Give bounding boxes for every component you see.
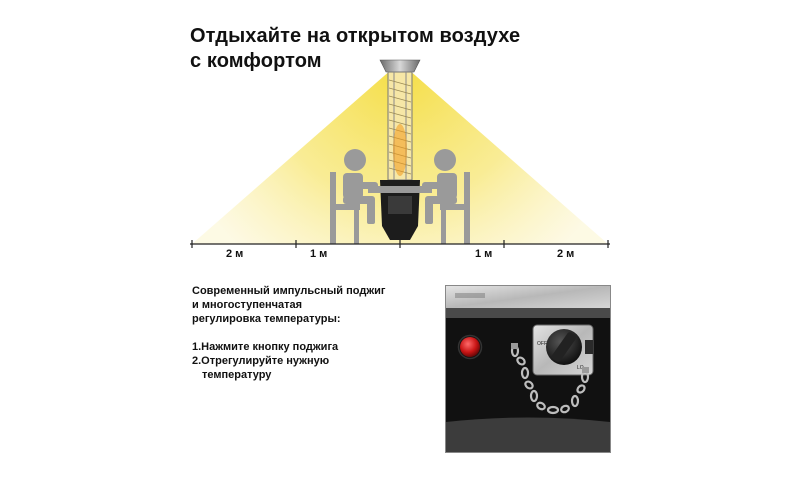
- knob-label-lo: LO: [577, 365, 584, 371]
- person-right-icon: [422, 149, 470, 244]
- description-line-1: Современный импульсный поджиг: [192, 285, 386, 297]
- steps-list: 1.Нажмите кнопку поджига 2.Отрегулируйте…: [192, 340, 385, 382]
- ignition-description: Современный импульсный поджиг и многосту…: [192, 284, 385, 382]
- step-2: 2.Отрегулируйте нужную: [192, 355, 330, 367]
- description-line-3: регулировка температуры:: [192, 313, 341, 325]
- heat-diagram: [190, 59, 610, 248]
- distance-label-right-2m: 2 м: [557, 248, 575, 260]
- distance-label-left-1m: 1 м: [310, 248, 328, 260]
- table-icon: [368, 186, 432, 193]
- ignition-button-icon: [460, 337, 480, 357]
- step-1: 1.Нажмите кнопку поджига: [192, 341, 339, 353]
- heater-cap-icon: [379, 59, 421, 73]
- description-line-2: и многоступенчатая: [192, 299, 303, 311]
- title-line-1: Отдыхайте на открытом воздухе: [190, 25, 521, 47]
- title-line-2: с комфортом: [190, 50, 322, 72]
- step-2-continued: температуру: [202, 369, 272, 381]
- distance-label-left-2m: 2 м: [226, 248, 244, 260]
- knob-label-off: OFF: [537, 341, 547, 347]
- control-panel-photo: OFF LO: [445, 285, 611, 453]
- page-title: Отдыхайте на открытом воздухе с комфорто…: [190, 24, 520, 74]
- distance-label-right-1m: 1 м: [475, 248, 493, 260]
- heater-tube-icon: [387, 71, 413, 181]
